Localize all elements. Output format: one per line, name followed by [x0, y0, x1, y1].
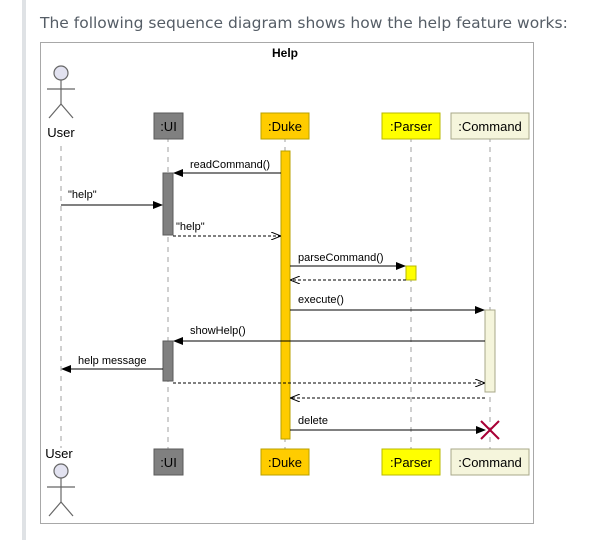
- participant-ui-label-top: :UI: [160, 119, 177, 134]
- activation-ui-2: [162, 340, 174, 382]
- activation-command: [484, 309, 496, 393]
- message-show-help-label: showHelp(): [190, 325, 246, 337]
- participant-ui-bottom: [153, 448, 184, 476]
- participant-parser-label-bottom: :Parser: [390, 455, 433, 470]
- participant-parser-label-top: :Parser: [390, 119, 433, 134]
- actor-label-bottom: User: [45, 446, 73, 461]
- activation-parser: [405, 265, 417, 281]
- user-actor-icon: [47, 65, 75, 119]
- blockquote-bar: [22, 0, 26, 540]
- user-actor-icon-bottom: [47, 463, 75, 517]
- participant-duke-bottom: [260, 448, 310, 476]
- message-help-input-label: "help": [68, 189, 97, 201]
- actor-label-top: User: [47, 125, 75, 140]
- participant-command-top: [450, 112, 530, 140]
- participant-duke-label-top: :Duke: [268, 119, 302, 134]
- destroy-icon: [480, 420, 500, 440]
- participant-command-label-top: :Command: [458, 119, 522, 134]
- participant-command-label-bottom: :Command: [458, 455, 522, 470]
- message-parse-command-label: parseCommand(): [298, 252, 384, 264]
- activation-duke: [280, 150, 291, 440]
- participant-parser-bottom: [381, 448, 441, 476]
- participant-command-bottom: [450, 448, 530, 476]
- diagram-frame: [40, 42, 534, 524]
- message-delete-label: delete: [298, 415, 328, 427]
- intro-text: The following sequence diagram shows how…: [40, 14, 568, 32]
- message-read-command-label: readCommand(): [190, 159, 270, 171]
- diagram-title: Help: [272, 46, 298, 60]
- participant-duke-label-bottom: :Duke: [268, 455, 302, 470]
- participant-ui-top: [153, 112, 184, 140]
- message-help-return-label: "help": [176, 221, 205, 233]
- message-execute-label: execute(): [298, 294, 344, 306]
- participant-parser-top: [381, 112, 441, 140]
- activation-ui-1: [162, 172, 174, 236]
- message-help-message-label: help message: [78, 355, 147, 367]
- participant-ui-label-bottom: :UI: [160, 455, 177, 470]
- participant-duke-top: [260, 112, 310, 140]
